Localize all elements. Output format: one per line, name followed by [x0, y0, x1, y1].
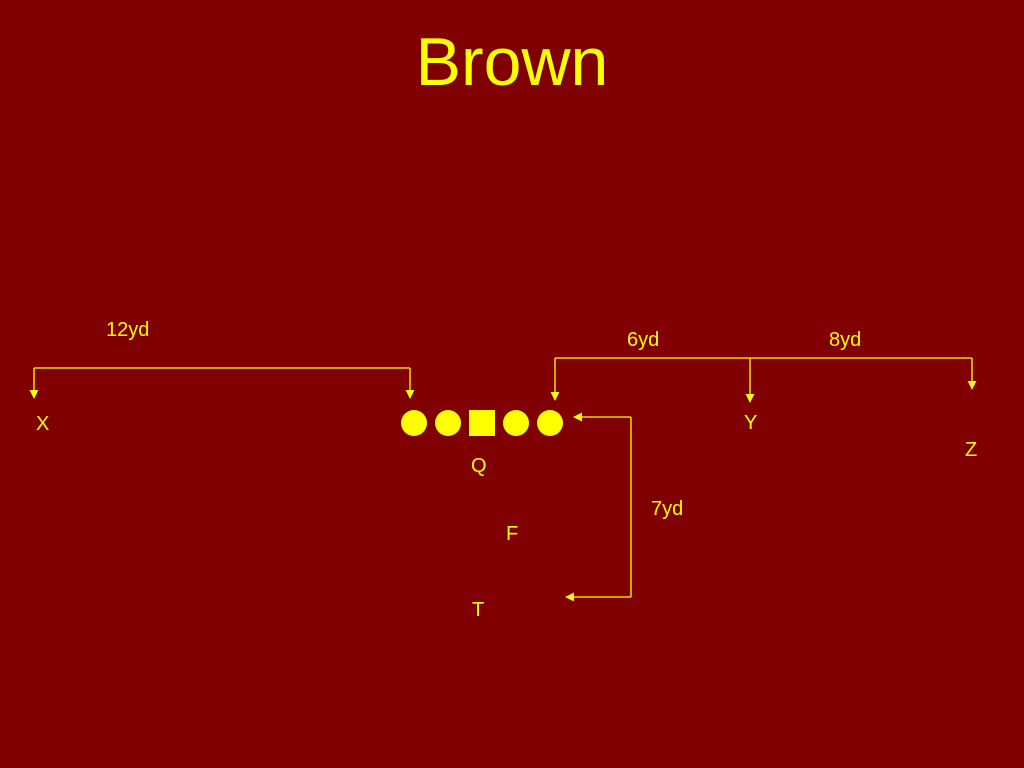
lineman-circle: [537, 410, 563, 436]
slide-title: Brown: [415, 24, 609, 100]
lineman-circle: [503, 410, 529, 436]
lineman-circle: [435, 410, 461, 436]
x-split-label: 12yd: [106, 319, 150, 341]
t-depth-label: 7yd: [651, 498, 684, 520]
center-square: [469, 410, 495, 436]
player-y: Y: [744, 412, 758, 434]
z-split-label: 8yd: [829, 329, 862, 351]
offensive-line: [401, 410, 563, 436]
player-f: F: [506, 523, 519, 545]
lineman-circle: [401, 410, 427, 436]
player-z: Z: [965, 439, 978, 461]
player-q: Q: [471, 455, 487, 477]
player-t: T: [472, 599, 485, 621]
player-x: X: [36, 413, 50, 435]
y-split-label: 6yd: [627, 329, 660, 351]
